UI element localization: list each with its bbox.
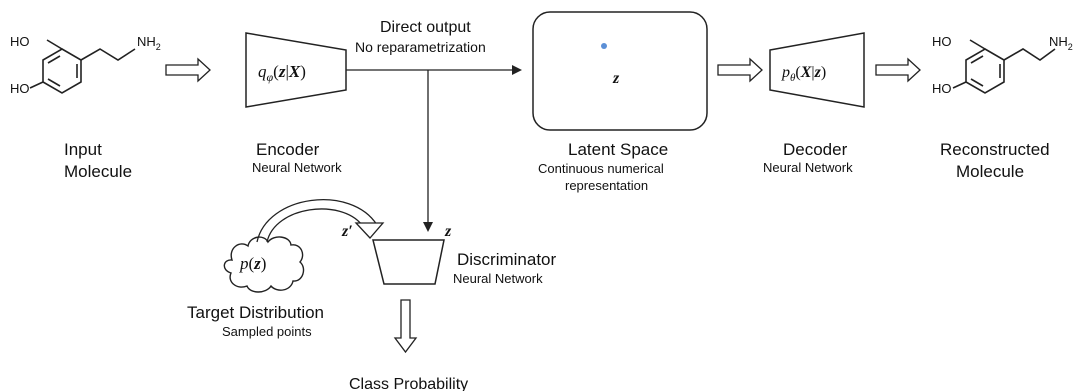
output-benzene-ring	[965, 48, 1005, 94]
decoder-formula-p: p	[781, 64, 790, 81]
discriminator-z: z	[444, 223, 452, 240]
decoder-formula-x: X	[800, 64, 812, 81]
output-amine-label: NH2	[1049, 34, 1073, 52]
discriminator-z-prime: z′	[341, 223, 353, 240]
latent-subtitle-line2: representation	[565, 178, 648, 193]
encoder-formula-open: (	[273, 62, 279, 81]
output-amine-text: NH	[1049, 34, 1068, 49]
output-oh-bottom-label: HO	[932, 81, 952, 96]
direct-output-label: Direct output	[380, 19, 471, 36]
target-title: Target Distribution	[187, 303, 324, 322]
discriminator-title: Discriminator	[457, 250, 557, 269]
output-bond-oh-bottom	[952, 81, 967, 89]
input-amine-text: NH	[137, 34, 156, 49]
fat-arrow-decoder-to-output	[875, 57, 921, 83]
input-oh-top-label: HO	[10, 34, 30, 49]
decoder-formula-close: )	[821, 64, 826, 81]
target-formula: p(z)	[239, 254, 266, 273]
decoder-title: Decoder	[783, 140, 848, 159]
input-amine-subscript: 2	[156, 42, 161, 52]
input-ring-double-bond	[47, 78, 61, 87]
input-ethyl-chain	[80, 48, 136, 61]
encoder-formula-z: z	[278, 62, 286, 81]
latent-subtitle-line1: Continuous numerical	[538, 161, 664, 176]
discriminator-trapezoid	[372, 239, 445, 285]
input-bond-oh-top	[46, 39, 63, 50]
decoder-formula-theta: θ	[790, 72, 796, 84]
reconstructed-label-line2: Molecule	[956, 162, 1024, 181]
target-subtitle: Sampled points	[222, 324, 312, 339]
fat-arrow-input-to-encoder	[165, 57, 211, 83]
input-benzene-ring	[42, 48, 82, 94]
discriminator-subtitle: Neural Network	[453, 271, 543, 286]
input-molecule	[29, 39, 136, 94]
input-label-line1: Input	[64, 140, 102, 159]
decoder-formula-open: (	[795, 64, 800, 81]
target-formula-p: p	[239, 254, 249, 273]
encoder-formula-bar: |	[285, 62, 288, 81]
target-cloud-shape	[223, 236, 305, 293]
output-molecule	[952, 39, 1056, 94]
decoder-subtitle: Neural Network	[763, 160, 853, 175]
decoder-formula-z: z	[814, 64, 822, 81]
encoder-formula-q: q	[258, 62, 267, 81]
input-label-line2: Molecule	[64, 162, 132, 181]
output-ring-double-bond	[970, 78, 984, 87]
decoder-formula-bar: |	[811, 64, 814, 81]
curved-arrow-outer	[256, 199, 378, 243]
fat-arrow-latent-to-decoder	[717, 57, 763, 83]
latent-z-label: z	[612, 70, 620, 87]
encoder-trapezoid	[245, 32, 347, 108]
encoder-formula: qφ(z|X)	[258, 62, 306, 84]
reconstructed-label-line1: Reconstructed	[940, 140, 1050, 159]
no-reparam-label: No reparametrization	[355, 39, 486, 55]
encoder-formula-x: X	[288, 62, 301, 81]
output-bond-oh-top	[969, 39, 986, 50]
encoder-subtitle: Neural Network	[252, 160, 342, 175]
class-probability-label: Class Probability	[349, 376, 468, 391]
latent-title: Latent Space	[568, 140, 668, 159]
encoder-formula-phi: φ	[267, 70, 274, 84]
decoder-trapezoid	[769, 32, 865, 108]
input-bond-oh-bottom	[29, 81, 44, 89]
input-oh-bottom-label: HO	[10, 81, 30, 96]
target-formula-z: z	[253, 254, 261, 273]
output-oh-top-label: HO	[932, 34, 952, 49]
latent-point	[601, 43, 607, 49]
output-ethyl-chain	[1003, 48, 1056, 61]
target-formula-close: )	[261, 254, 267, 273]
target-formula-open: (	[249, 254, 255, 273]
output-amine-subscript: 2	[1068, 42, 1073, 52]
input-amine-label: NH2	[137, 34, 161, 52]
decoder-formula: pθ(X|z)	[781, 64, 826, 84]
fat-arrow-discriminator-to-class	[393, 299, 418, 354]
input-ring-double-bond	[47, 55, 61, 64]
output-ring-double-bond	[970, 55, 984, 64]
encoder-title: Encoder	[256, 140, 320, 159]
encoder-formula-close: )	[300, 62, 306, 81]
curved-arrow-head	[354, 222, 385, 239]
curved-arrow-inner	[266, 208, 363, 243]
latent-space-box	[532, 11, 708, 131]
